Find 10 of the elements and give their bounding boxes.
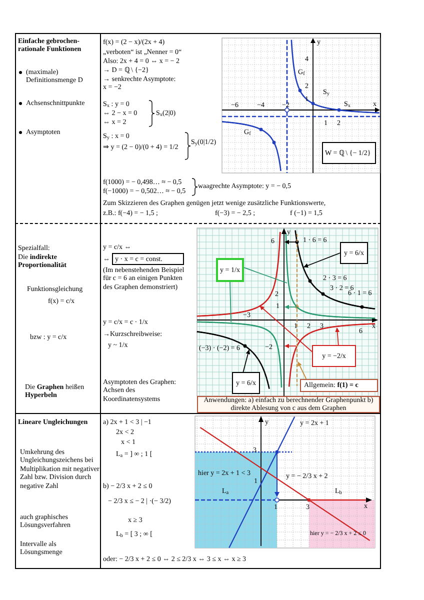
leader-arrow xyxy=(304,252,340,268)
leader-arrow xyxy=(242,350,250,372)
leader-line xyxy=(244,267,288,284)
leader-arrow xyxy=(284,240,296,244)
leader-arrow xyxy=(260,306,312,352)
leader-arrow xyxy=(284,304,296,310)
leader-arrow xyxy=(335,328,340,346)
leader-arrow xyxy=(298,362,307,380)
leader-arrow xyxy=(284,344,296,348)
leader-line xyxy=(230,282,232,322)
